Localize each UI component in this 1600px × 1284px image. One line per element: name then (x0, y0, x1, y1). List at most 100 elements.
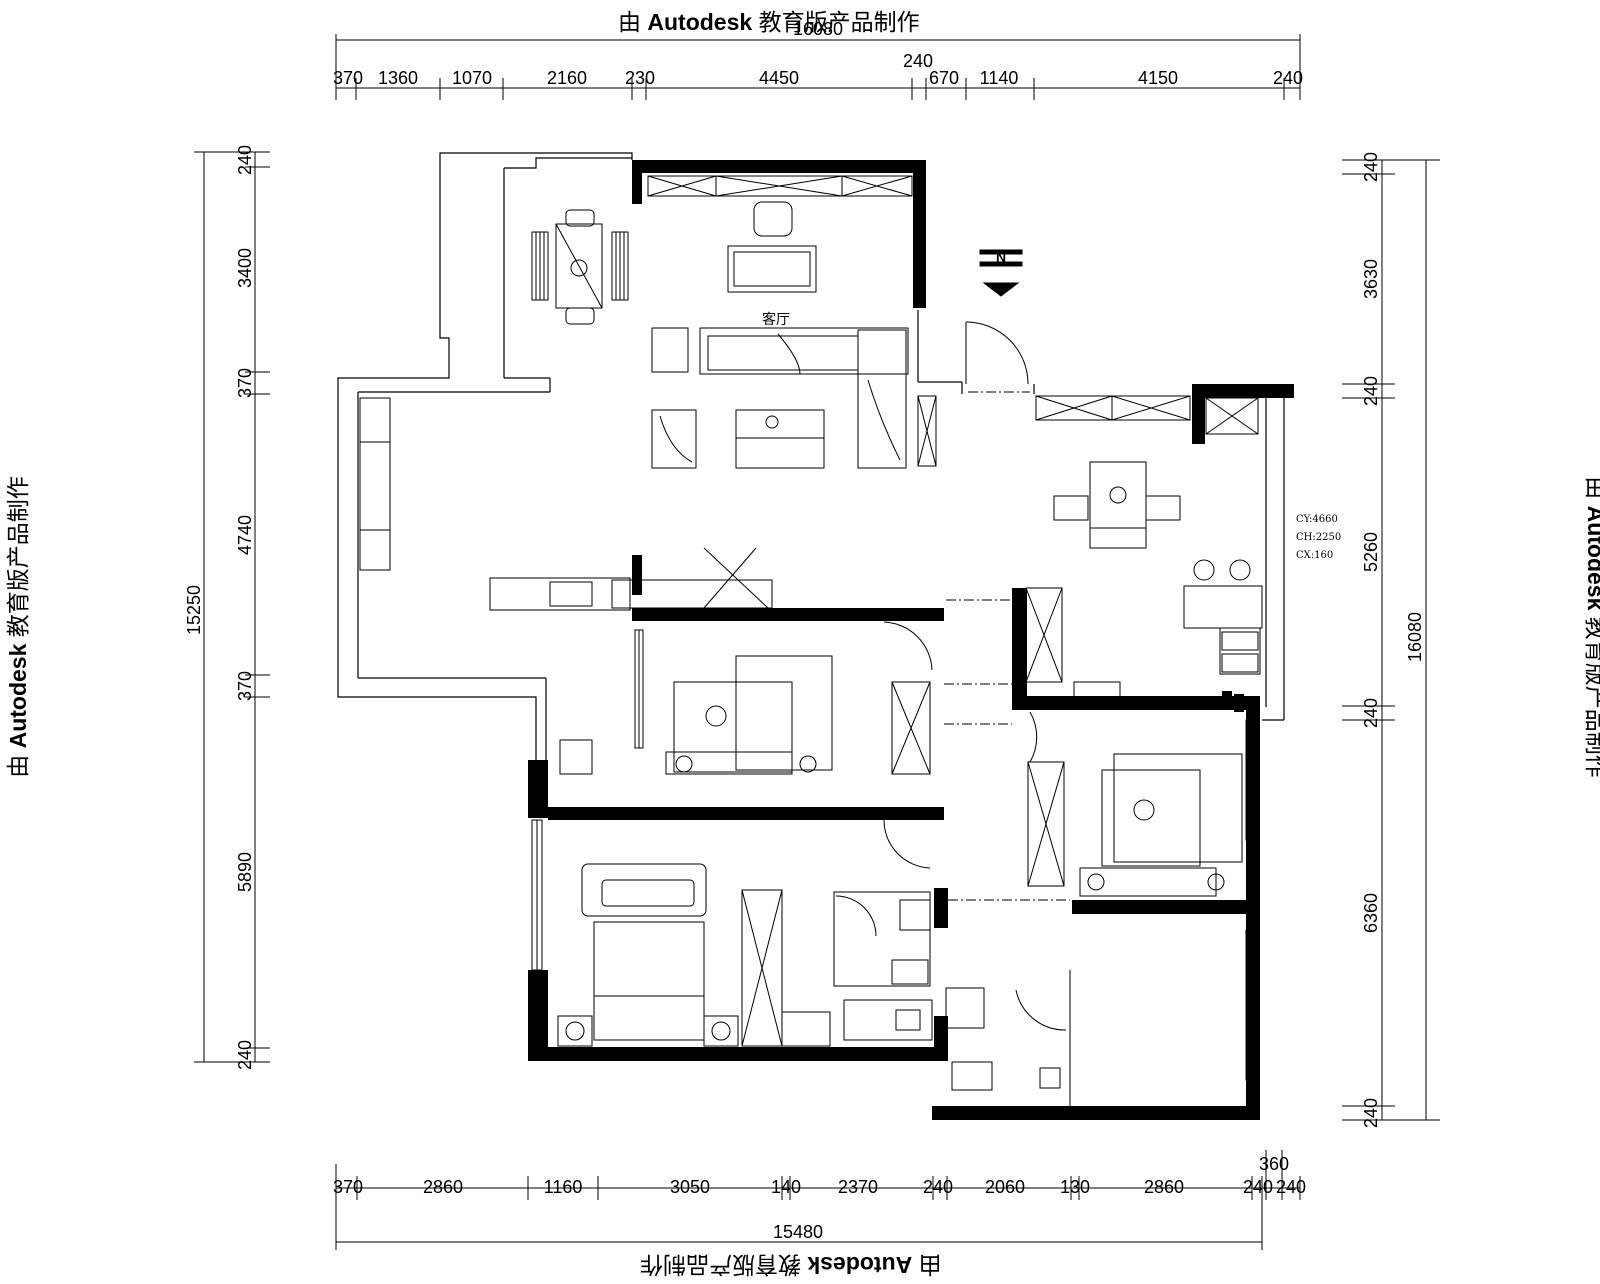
wall (932, 1106, 1260, 1120)
dim-left-seg: 370 (235, 671, 255, 701)
right-dimension-labels: 16080 240 3630 240 5260 240 6360 240 (1361, 152, 1425, 1128)
north-arrow: N (979, 249, 1023, 297)
wall (1072, 900, 1260, 914)
dim-top-overall: 16080 (793, 19, 843, 39)
wall (632, 160, 642, 204)
wall (1234, 694, 1244, 712)
tv-table (727, 245, 817, 293)
dim-left-overall: 15250 (184, 585, 204, 635)
kitchen-fixtures (1073, 559, 1263, 709)
wall (632, 160, 926, 173)
dim-bottom-seg: 130 (1060, 1177, 1090, 1197)
tv-cabinet (611, 579, 773, 609)
kitchen-upper-cabinet (1035, 395, 1259, 435)
balcony-outline (337, 152, 633, 760)
sofa (699, 327, 909, 375)
walls (528, 160, 1294, 1120)
dim-bottom-seg: 3050 (670, 1177, 710, 1197)
windows (531, 629, 1255, 1081)
dim-bottom-seg: 2060 (985, 1177, 1025, 1197)
ceiling-cy: CY:4660 (1296, 514, 1338, 525)
coffee-table (735, 409, 825, 469)
dim-left-seg: 3400 (235, 248, 255, 288)
bottom-dimensions (335, 1150, 1301, 1250)
wall (913, 160, 926, 308)
dim-right-seg: 6360 (1361, 893, 1381, 933)
dim-top-seg: 2160 (547, 68, 587, 88)
watermark-brand: Autodesk (647, 9, 753, 35)
dim-left-seg: 4740 (235, 515, 255, 555)
living-furniture (611, 201, 909, 609)
dim-top-seg: 1360 (378, 68, 418, 88)
dim-right-seg: 3630 (1361, 259, 1381, 299)
dim-top-seg: 230 (625, 68, 655, 88)
wall (1222, 691, 1232, 709)
wall (528, 970, 548, 1060)
wall (934, 888, 948, 928)
dim-top-seg: 670 (929, 68, 959, 88)
armchair (753, 201, 793, 237)
top-cabinet (647, 175, 913, 197)
dim-right-seg: 240 (1361, 698, 1381, 728)
balcony-storage (359, 397, 631, 611)
left-dimensions (194, 151, 270, 1063)
dim-left-seg: 240 (235, 145, 255, 175)
dim-right-overall: 16080 (1405, 612, 1425, 662)
dim-bottom-overall: 15480 (773, 1222, 823, 1242)
window (1245, 719, 1255, 841)
dim-bottom-seg: 240 (1276, 1177, 1306, 1197)
doors (835, 321, 1067, 1031)
bedroom-master-furniture (557, 863, 739, 1047)
wall (632, 555, 642, 595)
wall (548, 807, 944, 820)
top-dimension-labels: 16080 240 370 1360 1070 2160 230 4450 67… (333, 19, 1303, 88)
north-label: N (996, 249, 1006, 265)
dim-bottom-seg: 240 (923, 1177, 953, 1197)
dim-top-seg: 4150 (1138, 68, 1178, 88)
wall (528, 1047, 934, 1061)
dim-right-seg: 240 (1361, 152, 1381, 182)
dim-bottom-seg: 2860 (423, 1177, 463, 1197)
bedroom-1-furniture (559, 655, 833, 775)
dim-left-seg: 5890 (235, 852, 255, 892)
dim-bottom-seg: 1160 (544, 1177, 583, 1197)
bathroom-fixtures (781, 891, 1071, 1110)
watermark-suffix: 教育版产品制作 (758, 9, 920, 35)
armchair-2 (651, 409, 697, 469)
thin-outlines (337, 152, 1285, 760)
wardrobes (741, 395, 1065, 1047)
dim-top-seg: 370 (333, 68, 363, 88)
dim-top-seg: 240 (1273, 68, 1303, 88)
left-dimension-labels: 15250 240 3400 370 4740 370 5890 240 (184, 145, 255, 1070)
side-table (651, 327, 689, 373)
dining-room-set (1053, 461, 1181, 549)
dim-top-seg: 1140 (980, 68, 1019, 88)
dim-bottom-seg: 240 (1243, 1177, 1273, 1197)
ceiling-ch: CH:2250 (1296, 532, 1341, 543)
dim-bottom-seg: 2860 (1144, 1177, 1184, 1197)
dim-right-seg: 240 (1361, 376, 1381, 406)
wall (528, 760, 548, 818)
dim-left-seg: 240 (235, 1040, 255, 1070)
watermark-prefix: 由 (618, 9, 641, 35)
dim-bottom-seg: 370 (333, 1177, 363, 1197)
wall (1012, 588, 1027, 710)
dim-bottom-360: 360 (1259, 1154, 1289, 1174)
wall (632, 608, 944, 621)
dim-left-seg: 370 (235, 368, 255, 398)
wall (1192, 384, 1294, 398)
wall (1012, 696, 1258, 710)
bottom-dimension-labels: 15480 360 370 2860 1160 3050 140 2370 24… (333, 1154, 1306, 1242)
top-dimensions (335, 34, 1301, 100)
ceiling-note: CY:4660 CH:2250 CX:160 (1296, 514, 1341, 561)
living-room-label: 客厅 (762, 311, 790, 328)
dim-bottom-seg: 2370 (838, 1177, 878, 1197)
dining-set-balcony (531, 209, 629, 325)
reference-lines (944, 391, 1070, 901)
dim-top-seg: 4450 (759, 68, 799, 88)
dim-top-seg: 1070 (452, 68, 492, 88)
dim-right-seg: 240 (1361, 1098, 1381, 1128)
dim-top-240: 240 (903, 51, 933, 71)
ceiling-cx: CX:160 (1296, 550, 1333, 561)
